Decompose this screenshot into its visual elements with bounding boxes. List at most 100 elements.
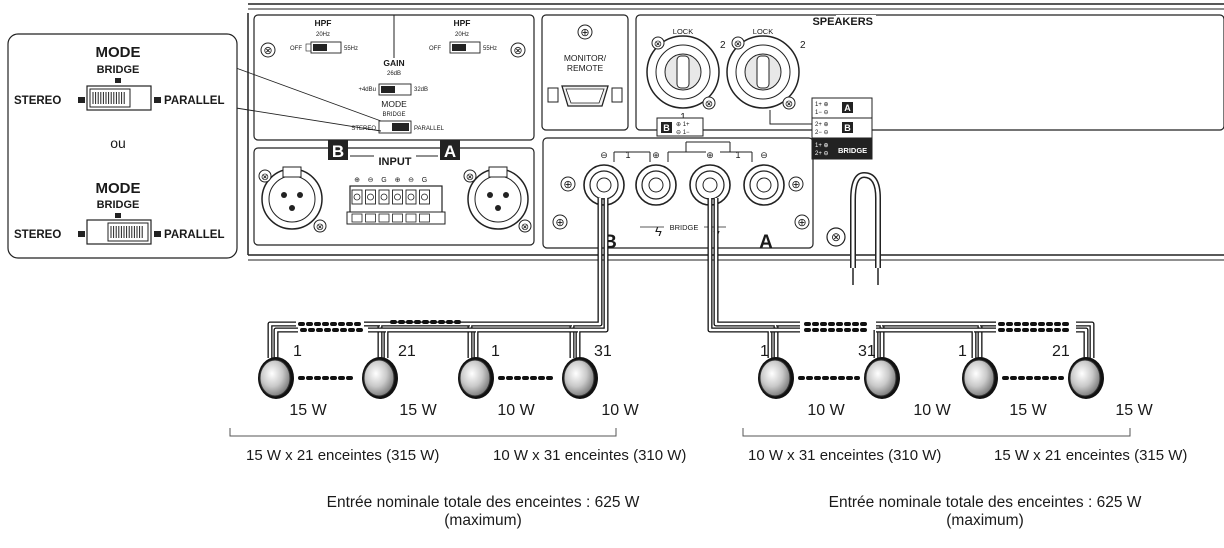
svg-text:⊗: ⊗ [705, 99, 713, 110]
monitor-label: MONITOR/ [564, 53, 607, 63]
speakon-1-legend-pin-plus: ⊕ 1+ [676, 122, 690, 128]
input-panel [253, 147, 535, 246]
hpf-on-label: 55Hz [483, 46, 497, 52]
svg-text:⊗: ⊗ [263, 45, 272, 57]
binding-post[interactable] [743, 164, 785, 206]
screw-icon: ⊗ [826, 227, 846, 247]
svg-text:1+ ⊕: 1+ ⊕ [815, 102, 829, 108]
svg-text:⊕: ⊕ [555, 217, 564, 229]
lock-label: LOCK [753, 27, 773, 36]
svg-text:⊕: ⊕ [580, 27, 589, 39]
group-bracket-left [229, 428, 617, 437]
svg-text:⊗: ⊗ [521, 222, 529, 233]
speaker-icon [458, 357, 494, 399]
screw-icon: ⊗ [313, 219, 327, 233]
channel-a-label: A [444, 142, 456, 161]
group-label-left-2: 10 W x 31 enceintes (310 W) [493, 447, 687, 464]
speaker-watt-label: 10 W [601, 402, 639, 419]
speaker-icon [758, 357, 794, 399]
terminal-label: G [381, 177, 386, 184]
svg-text:⊗: ⊗ [734, 39, 742, 50]
svg-text:⊗: ⊗ [831, 230, 841, 244]
screw-icon: ⊗ [510, 42, 526, 58]
speaker-icon [864, 357, 900, 399]
gain-mid-label: 26dB [387, 71, 401, 77]
xlr-input-a[interactable] [467, 166, 529, 230]
binding-bridge-label: BRIDGE [670, 223, 699, 232]
binding-post-label: 1 [735, 150, 740, 160]
input-label: INPUT [379, 156, 412, 168]
inset-mode-label: MODE [96, 44, 141, 61]
svg-text:⊗: ⊗ [654, 39, 662, 50]
inset-stereo-label: STEREO [14, 229, 61, 241]
speakon-1-legend-pin-minus: ⊖ 1− [676, 130, 690, 136]
speaker-watt-label: 10 W [807, 402, 845, 419]
monitor-remote-panel [541, 14, 629, 131]
speakers-label: SPEAKERS [812, 16, 873, 28]
svg-text:⊗: ⊗ [316, 222, 324, 233]
speaker-wire [713, 198, 779, 358]
screw-icon: ⊕ [577, 24, 593, 40]
terminal-label: ⊕ [395, 177, 401, 184]
binding-post-panel [542, 137, 814, 249]
binding-a-label: A [759, 232, 773, 253]
speakon-connector-2[interactable] [726, 35, 800, 109]
svg-text:1− ⊖: 1− ⊖ [815, 110, 829, 116]
speaker-count-label: 1 [958, 343, 967, 360]
speaker-icon [362, 357, 398, 399]
group-label-left-1: 15 W x 21 enceintes (315 W) [246, 447, 440, 464]
screw-icon: ⊗ [651, 36, 665, 50]
speaker-watt-label: 15 W [1009, 402, 1047, 419]
lightning-icon: ϟ [655, 224, 662, 239]
speaker-count-label: 1 [293, 343, 302, 360]
screw-icon: ⊕ [560, 176, 576, 192]
hpf-off-label: OFF [290, 46, 302, 52]
speakon-connector-1[interactable] [646, 35, 720, 109]
total-caption-left: Entrée nominale totale des enceintes : 6… [327, 494, 640, 530]
terminal-label: G [422, 177, 427, 184]
hpf-off-label: OFF [429, 46, 441, 52]
svg-text:2+ ⊕: 2+ ⊕ [815, 122, 829, 128]
svg-text:⊕: ⊕ [563, 179, 572, 191]
svg-text:⊗: ⊗ [261, 172, 269, 183]
speaker-watt-label: 15 W [289, 402, 327, 419]
speaker-watt-label: 15 W [1115, 402, 1153, 419]
binding-post[interactable] [635, 164, 677, 206]
speaker-count-label: 1 [760, 343, 769, 360]
speaker-count-label: 31 [594, 343, 612, 360]
gain-high-label: 32dB [414, 87, 428, 93]
speaker-watt-label: 10 W [497, 402, 535, 419]
channel-a-badge [440, 140, 460, 160]
mode-bridge-label: BRIDGE [382, 112, 405, 118]
speaker-wire [1076, 327, 1089, 358]
binding-post[interactable] [689, 164, 731, 206]
speakon-2-number: 2 [800, 40, 806, 51]
lock-label: LOCK [673, 27, 693, 36]
screw-icon: ⊗ [702, 96, 716, 110]
group-label-right-1: 10 W x 31 enceintes (310 W) [748, 447, 942, 464]
speaker-count-label: 1 [491, 343, 500, 360]
hpf-freq-label: 20Hz [316, 32, 330, 38]
group-bracket-right [742, 428, 1131, 437]
svg-text:⊕: ⊕ [797, 217, 806, 229]
svg-text:⊕: ⊕ [791, 179, 800, 191]
dsub-connector[interactable] [547, 85, 623, 107]
svg-text:⊗: ⊗ [513, 45, 522, 57]
mode-label: MODE [381, 99, 407, 109]
inset-bridge-label: BRIDGE [97, 199, 140, 211]
binding-post-label: ⊖ [600, 150, 608, 160]
svg-text:1+ ⊕: 1+ ⊕ [815, 143, 829, 149]
svg-text:⊗: ⊗ [466, 172, 474, 183]
speaker-count-label: 31 [858, 343, 876, 360]
xlr-input-b[interactable] [261, 166, 323, 230]
screw-icon: ⊗ [782, 96, 796, 110]
mode-stereo-label: STEREO [351, 126, 376, 132]
remote-label: REMOTE [567, 63, 604, 73]
speaker-watt-label: 15 W [399, 402, 437, 419]
speaker-watt-label: 10 W [913, 402, 951, 419]
screw-icon: ⊗ [518, 219, 532, 233]
screw-icon: ⊕ [552, 214, 568, 230]
inset-parallel-label: PARALLEL [164, 229, 224, 241]
